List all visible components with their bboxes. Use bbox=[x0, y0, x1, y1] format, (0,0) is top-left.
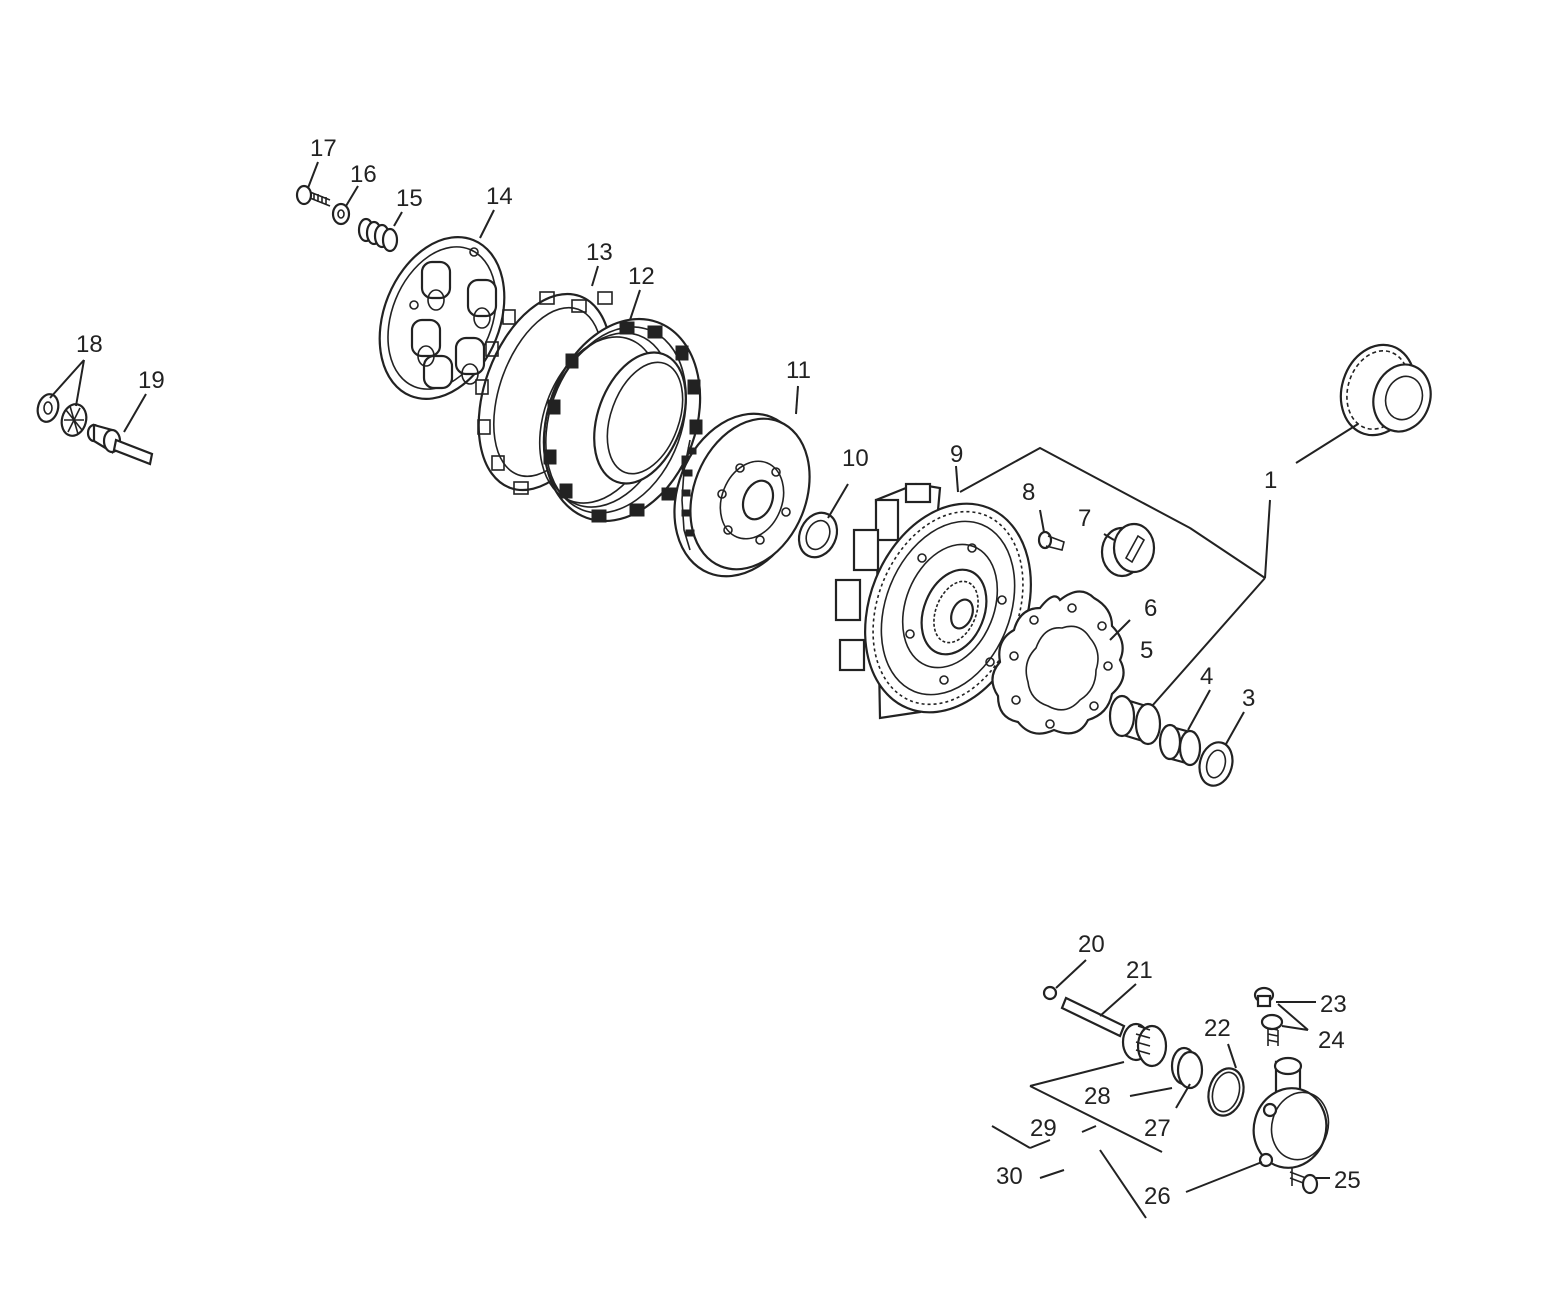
part-10-thrust-washer bbox=[797, 511, 839, 559]
part-7-cushion bbox=[1100, 522, 1156, 578]
callout-3: 3 bbox=[1242, 685, 1255, 712]
callout-labels: 1 3 4 5 6 7 8 9 10 11 12 13 14 15 16 17 … bbox=[76, 135, 1361, 1210]
callout-5: 5 bbox=[1140, 637, 1153, 664]
part-6-damper-plate bbox=[991, 590, 1125, 735]
part-14-pressure-plate bbox=[378, 236, 506, 400]
callout-13: 13 bbox=[586, 239, 613, 266]
callout-23: 23 bbox=[1320, 991, 1347, 1018]
part-5-bushing bbox=[1108, 694, 1162, 746]
callout-12: 12 bbox=[628, 263, 655, 290]
part-3-washer bbox=[1198, 741, 1234, 787]
callout-22: 22 bbox=[1204, 1015, 1231, 1042]
part-18-washers bbox=[36, 393, 88, 437]
callout-4: 4 bbox=[1200, 663, 1213, 690]
callout-6: 6 bbox=[1144, 595, 1157, 622]
part-24-bleeder-screw bbox=[1260, 1013, 1284, 1046]
callout-20: 20 bbox=[1078, 931, 1105, 958]
part-26-slave-cylinder-housing bbox=[1252, 1056, 1330, 1169]
callout-25: 25 bbox=[1334, 1167, 1361, 1194]
callout-11: 11 bbox=[786, 357, 811, 384]
part-22-o-ring bbox=[1207, 1067, 1245, 1117]
part-21-rod bbox=[1060, 996, 1126, 1038]
part-19-push-rod bbox=[86, 423, 154, 466]
part-1-primary-gear bbox=[1339, 343, 1432, 437]
callout-19: 19 bbox=[138, 367, 165, 394]
part-27-seal bbox=[1170, 1046, 1204, 1090]
part-20-ball bbox=[1042, 985, 1058, 1001]
part-9-clutch-basket bbox=[834, 482, 1032, 720]
callout-14: 14 bbox=[486, 183, 513, 210]
callout-10: 10 bbox=[842, 445, 869, 472]
callout-17: 17 bbox=[310, 135, 337, 162]
callout-18: 18 bbox=[76, 331, 103, 358]
part-17-bolt bbox=[295, 184, 331, 207]
part-4-bearing bbox=[1158, 723, 1202, 767]
part-15-spring bbox=[357, 217, 399, 253]
callout-27: 27 bbox=[1144, 1115, 1171, 1142]
callout-9: 9 bbox=[950, 441, 963, 468]
part-28-piston bbox=[1121, 1022, 1168, 1068]
callout-28: 28 bbox=[1084, 1083, 1111, 1110]
callout-7: 7 bbox=[1078, 505, 1091, 532]
part-8-pin bbox=[1037, 530, 1065, 551]
callout-29: 29 bbox=[1030, 1115, 1057, 1142]
callout-8: 8 bbox=[1022, 479, 1035, 506]
callout-26: 26 bbox=[1144, 1183, 1171, 1210]
callout-16: 16 bbox=[350, 161, 377, 188]
leader-lines bbox=[49, 161, 1359, 1219]
part-11-clutch-hub bbox=[673, 412, 811, 578]
callout-1: 1 bbox=[1264, 467, 1277, 494]
callout-30: 30 bbox=[996, 1163, 1023, 1190]
callout-24: 24 bbox=[1318, 1027, 1345, 1054]
part-25-screw bbox=[1289, 1168, 1319, 1195]
callout-15: 15 bbox=[396, 185, 423, 212]
part-16-washer bbox=[331, 202, 351, 226]
part-12-clutch-disc-stack bbox=[538, 317, 703, 523]
part-23-bleeder-cap bbox=[1253, 986, 1275, 1008]
callout-21: 21 bbox=[1126, 957, 1153, 984]
